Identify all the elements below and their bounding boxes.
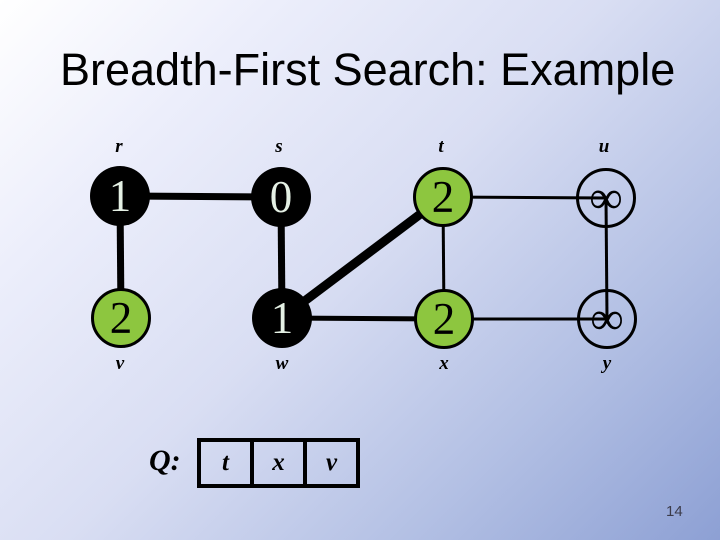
queue-label: Q: bbox=[149, 444, 181, 477]
node-x: 2 bbox=[414, 289, 474, 349]
queue: t x v bbox=[197, 438, 360, 488]
node-r-distance: 1 bbox=[108, 170, 132, 221]
queue-cell-2: v bbox=[303, 438, 360, 488]
vertex-label-u: u bbox=[598, 136, 610, 157]
node-y-distance: ∞ bbox=[590, 292, 624, 345]
node-r: 1 bbox=[90, 166, 150, 226]
edge-w-t bbox=[279, 193, 446, 322]
vertex-label-x: x bbox=[439, 353, 449, 374]
node-x-distance: 2 bbox=[432, 293, 456, 344]
node-y: ∞ bbox=[577, 289, 637, 349]
page-number: 14 bbox=[666, 503, 683, 520]
vertex-label-y: y bbox=[602, 353, 612, 374]
queue-cell-0: t bbox=[197, 438, 254, 488]
node-w-distance: 1 bbox=[270, 292, 294, 343]
node-t: 2 bbox=[413, 167, 473, 227]
node-u: ∞ bbox=[576, 168, 636, 228]
queue-cell-1: x bbox=[250, 438, 307, 488]
vertex-label-v: v bbox=[115, 353, 125, 374]
vertex-label-w: w bbox=[275, 353, 289, 374]
node-v-distance: 2 bbox=[109, 292, 133, 343]
node-u-distance: ∞ bbox=[589, 171, 623, 224]
vertex-label-t: t bbox=[438, 136, 444, 157]
node-t-distance: 2 bbox=[431, 171, 455, 222]
slide-title: Breadth-First Search: Example bbox=[60, 44, 676, 95]
node-s-distance: 0 bbox=[269, 171, 293, 222]
vertex-label-s: s bbox=[275, 136, 283, 157]
node-v: 2 bbox=[91, 288, 151, 348]
vertex-label-r: r bbox=[115, 136, 123, 157]
node-w: 1 bbox=[252, 288, 312, 348]
node-s: 0 bbox=[251, 167, 311, 227]
